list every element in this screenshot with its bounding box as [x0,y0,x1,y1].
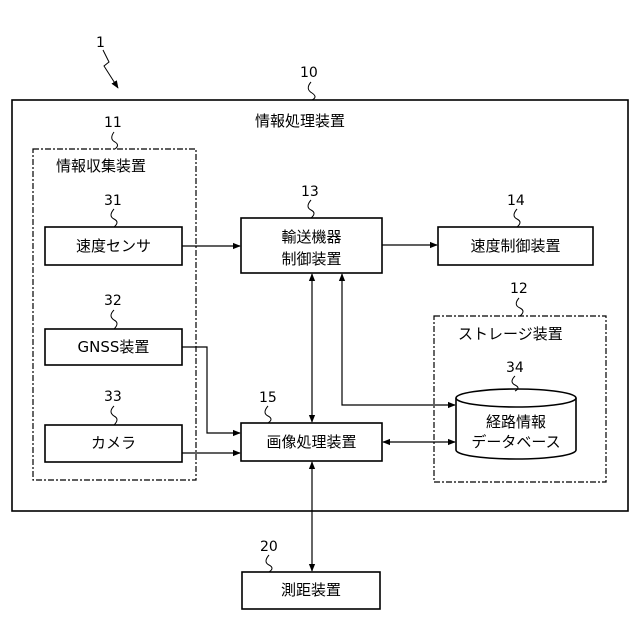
storage-leader [516,298,523,316]
image-processing-ref: 15 [259,390,277,406]
main-frame-ref: 10 [300,65,318,81]
gnss-device-label: GNSS装置 [78,338,150,356]
gnss-leader [111,310,117,329]
speed-control-leader [514,209,520,227]
route-db-label-line2: データベース [471,433,560,451]
ranging-leader [266,555,272,572]
main-frame-title: 情報処理装置 [255,112,345,130]
image-processing-leader [265,406,271,423]
arrow-gnss-to-image-processing [182,347,240,433]
storage-title: ストレージ装置 [458,325,563,343]
speed-sensor-leader [111,209,117,227]
speed-control-label: 速度制御装置 [470,237,560,255]
collector-ref: 11 [104,115,122,131]
transport-control-leader [308,200,314,218]
speed-control-ref: 14 [507,193,525,209]
database-cylinder-top [456,389,576,407]
transport-control-label-line1: 輸送機器 [281,228,341,246]
collector-title: 情報収集装置 [56,157,146,175]
transport-control-label-line2: 制御装置 [281,250,341,268]
image-processing-label: 画像処理装置 [266,433,356,451]
camera-label: カメラ [91,434,136,452]
transport-control-ref: 13 [301,184,319,200]
gnss-ref: 32 [104,293,122,309]
storage-ref: 12 [510,281,528,297]
camera-ref: 33 [104,389,122,405]
route-db-label-line1: 経路情報 [486,413,546,431]
camera-leader [111,406,117,425]
arrow-database-to-transport-control [342,274,455,405]
speed-sensor-ref: 31 [104,193,122,209]
main-frame-leader [308,82,315,100]
system-ref-label: 1 [96,35,105,51]
ranging-device-label: 測距装置 [281,581,341,599]
route-db-ref: 34 [506,360,524,376]
speed-sensor-label: 速度センサ [76,237,151,255]
ranging-ref: 20 [260,539,278,555]
route-information-database: 経路情報 データベース [456,389,576,459]
collector-leader [112,132,118,149]
system-ref-arrow [103,50,118,88]
